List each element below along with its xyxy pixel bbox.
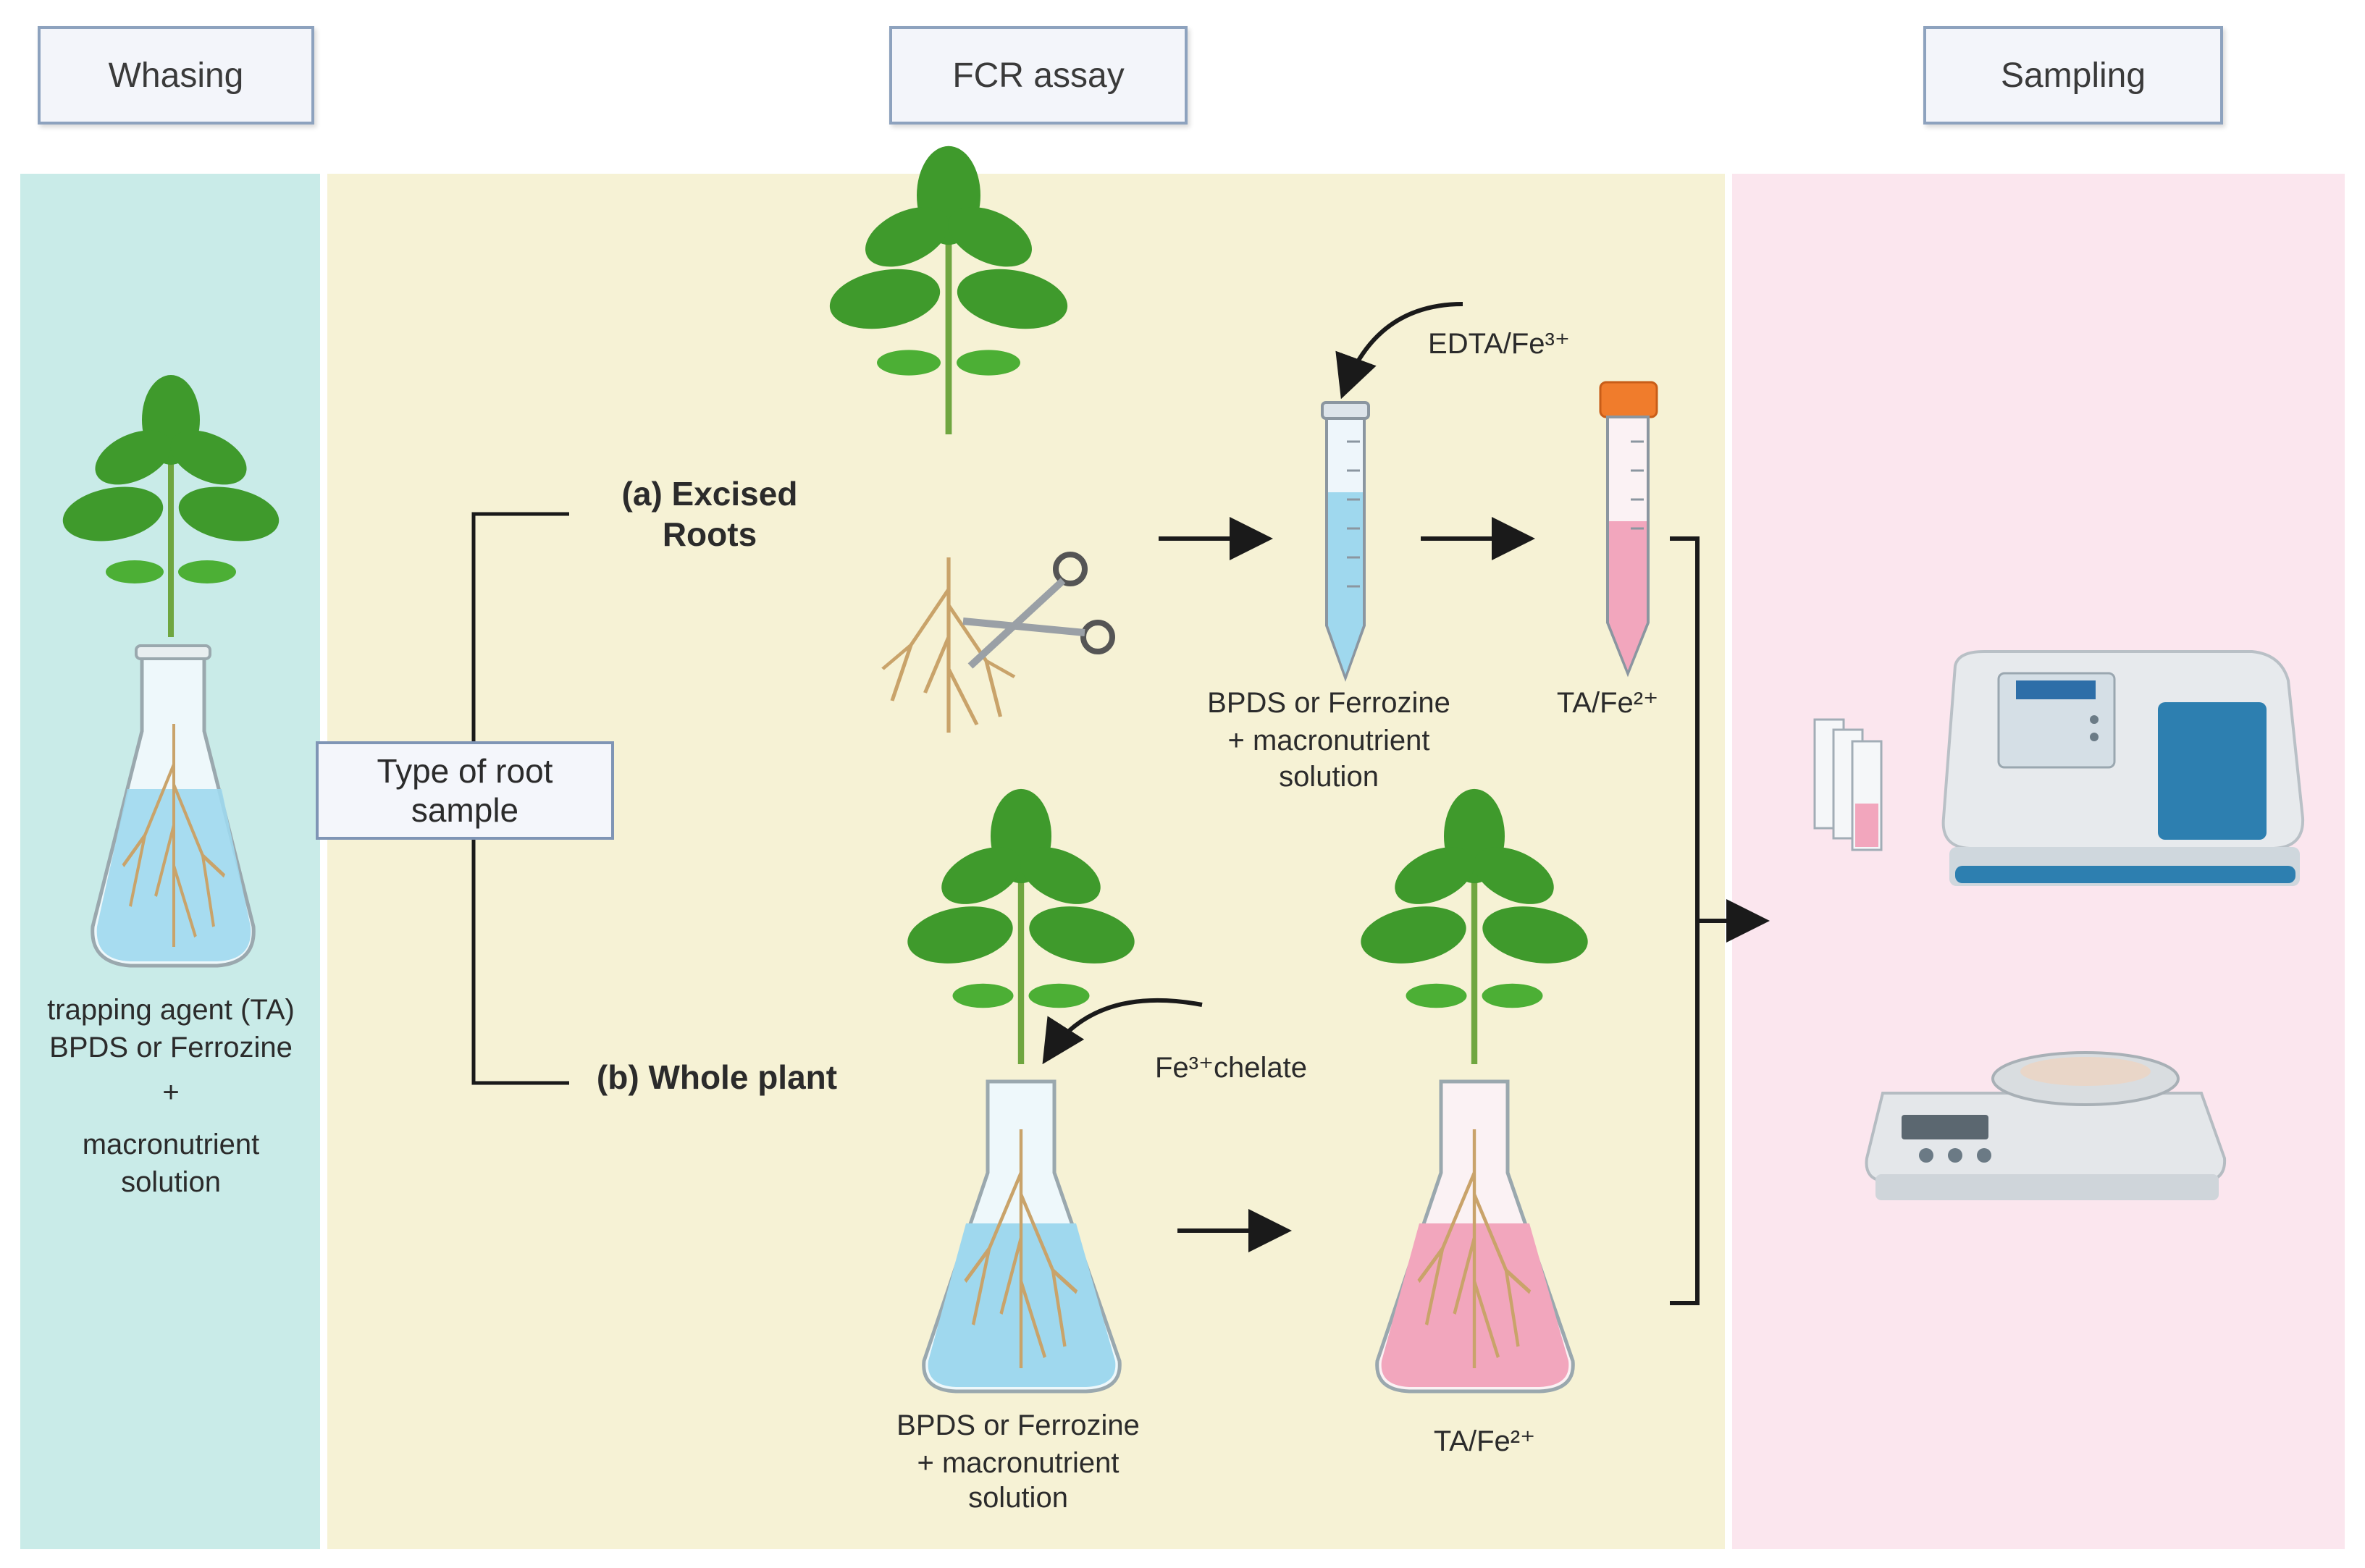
- falcon-tube-icon-2: [1599, 381, 1658, 678]
- flask-b1-line3: solution: [968, 1482, 1068, 1514]
- tube1-line1: BPDS or Ferrozine: [1207, 687, 1450, 719]
- balance-icon: [1865, 1051, 2227, 1200]
- spectrophotometer-icon: [1941, 650, 2305, 886]
- excised-plant-icon: [825, 146, 1072, 733]
- whole-plant-icon-1: [903, 789, 1139, 1064]
- type-of-root-sample-box: Type of root sample: [316, 741, 614, 840]
- falcon-tube-icon-1: [1321, 401, 1370, 682]
- washing-label-line1: trapping agent (TA): [47, 994, 295, 1026]
- branch-a-line2: Roots: [662, 515, 757, 553]
- cuvette-icon: [1813, 718, 1883, 851]
- tube2-label: TA/Fe²⁺: [1556, 687, 1659, 719]
- washing-flask-icon: [91, 644, 256, 968]
- header-fcr-assay: FCR assay: [889, 26, 1188, 125]
- whole-plant-icon-2: [1356, 789, 1592, 1064]
- washing-label-plus: +: [162, 1076, 180, 1108]
- header-washing: Whasing: [38, 26, 314, 125]
- washing-label-line2: BPDS or Ferrozine: [49, 1032, 293, 1063]
- fe-chelate-label: Fe³⁺chelate: [1154, 1052, 1308, 1084]
- branch-a-line1: (a) Excised: [621, 475, 798, 513]
- scissors-icon: [962, 552, 1115, 669]
- washing-label-line4: solution: [121, 1166, 221, 1198]
- washing-label-line3: macronutrient: [82, 1129, 260, 1160]
- tube1-line3: solution: [1279, 761, 1379, 793]
- branch-b-label: (b) Whole plant: [596, 1058, 838, 1096]
- edta-label: EDTA/Fe³⁺: [1428, 328, 1570, 360]
- flask-icon-pink: [1375, 1079, 1575, 1394]
- flask-b2-label: TA/Fe²⁺: [1433, 1425, 1536, 1457]
- header-sampling: Sampling: [1923, 26, 2223, 125]
- washing-plant-icon: [59, 375, 283, 637]
- flask-b1-line2: + macronutrient: [917, 1447, 1120, 1479]
- flask-icon-blue: [922, 1079, 1122, 1394]
- flask-b1-line1: BPDS or Ferrozine: [896, 1409, 1140, 1441]
- tube1-line2: + macronutrient: [1227, 725, 1430, 756]
